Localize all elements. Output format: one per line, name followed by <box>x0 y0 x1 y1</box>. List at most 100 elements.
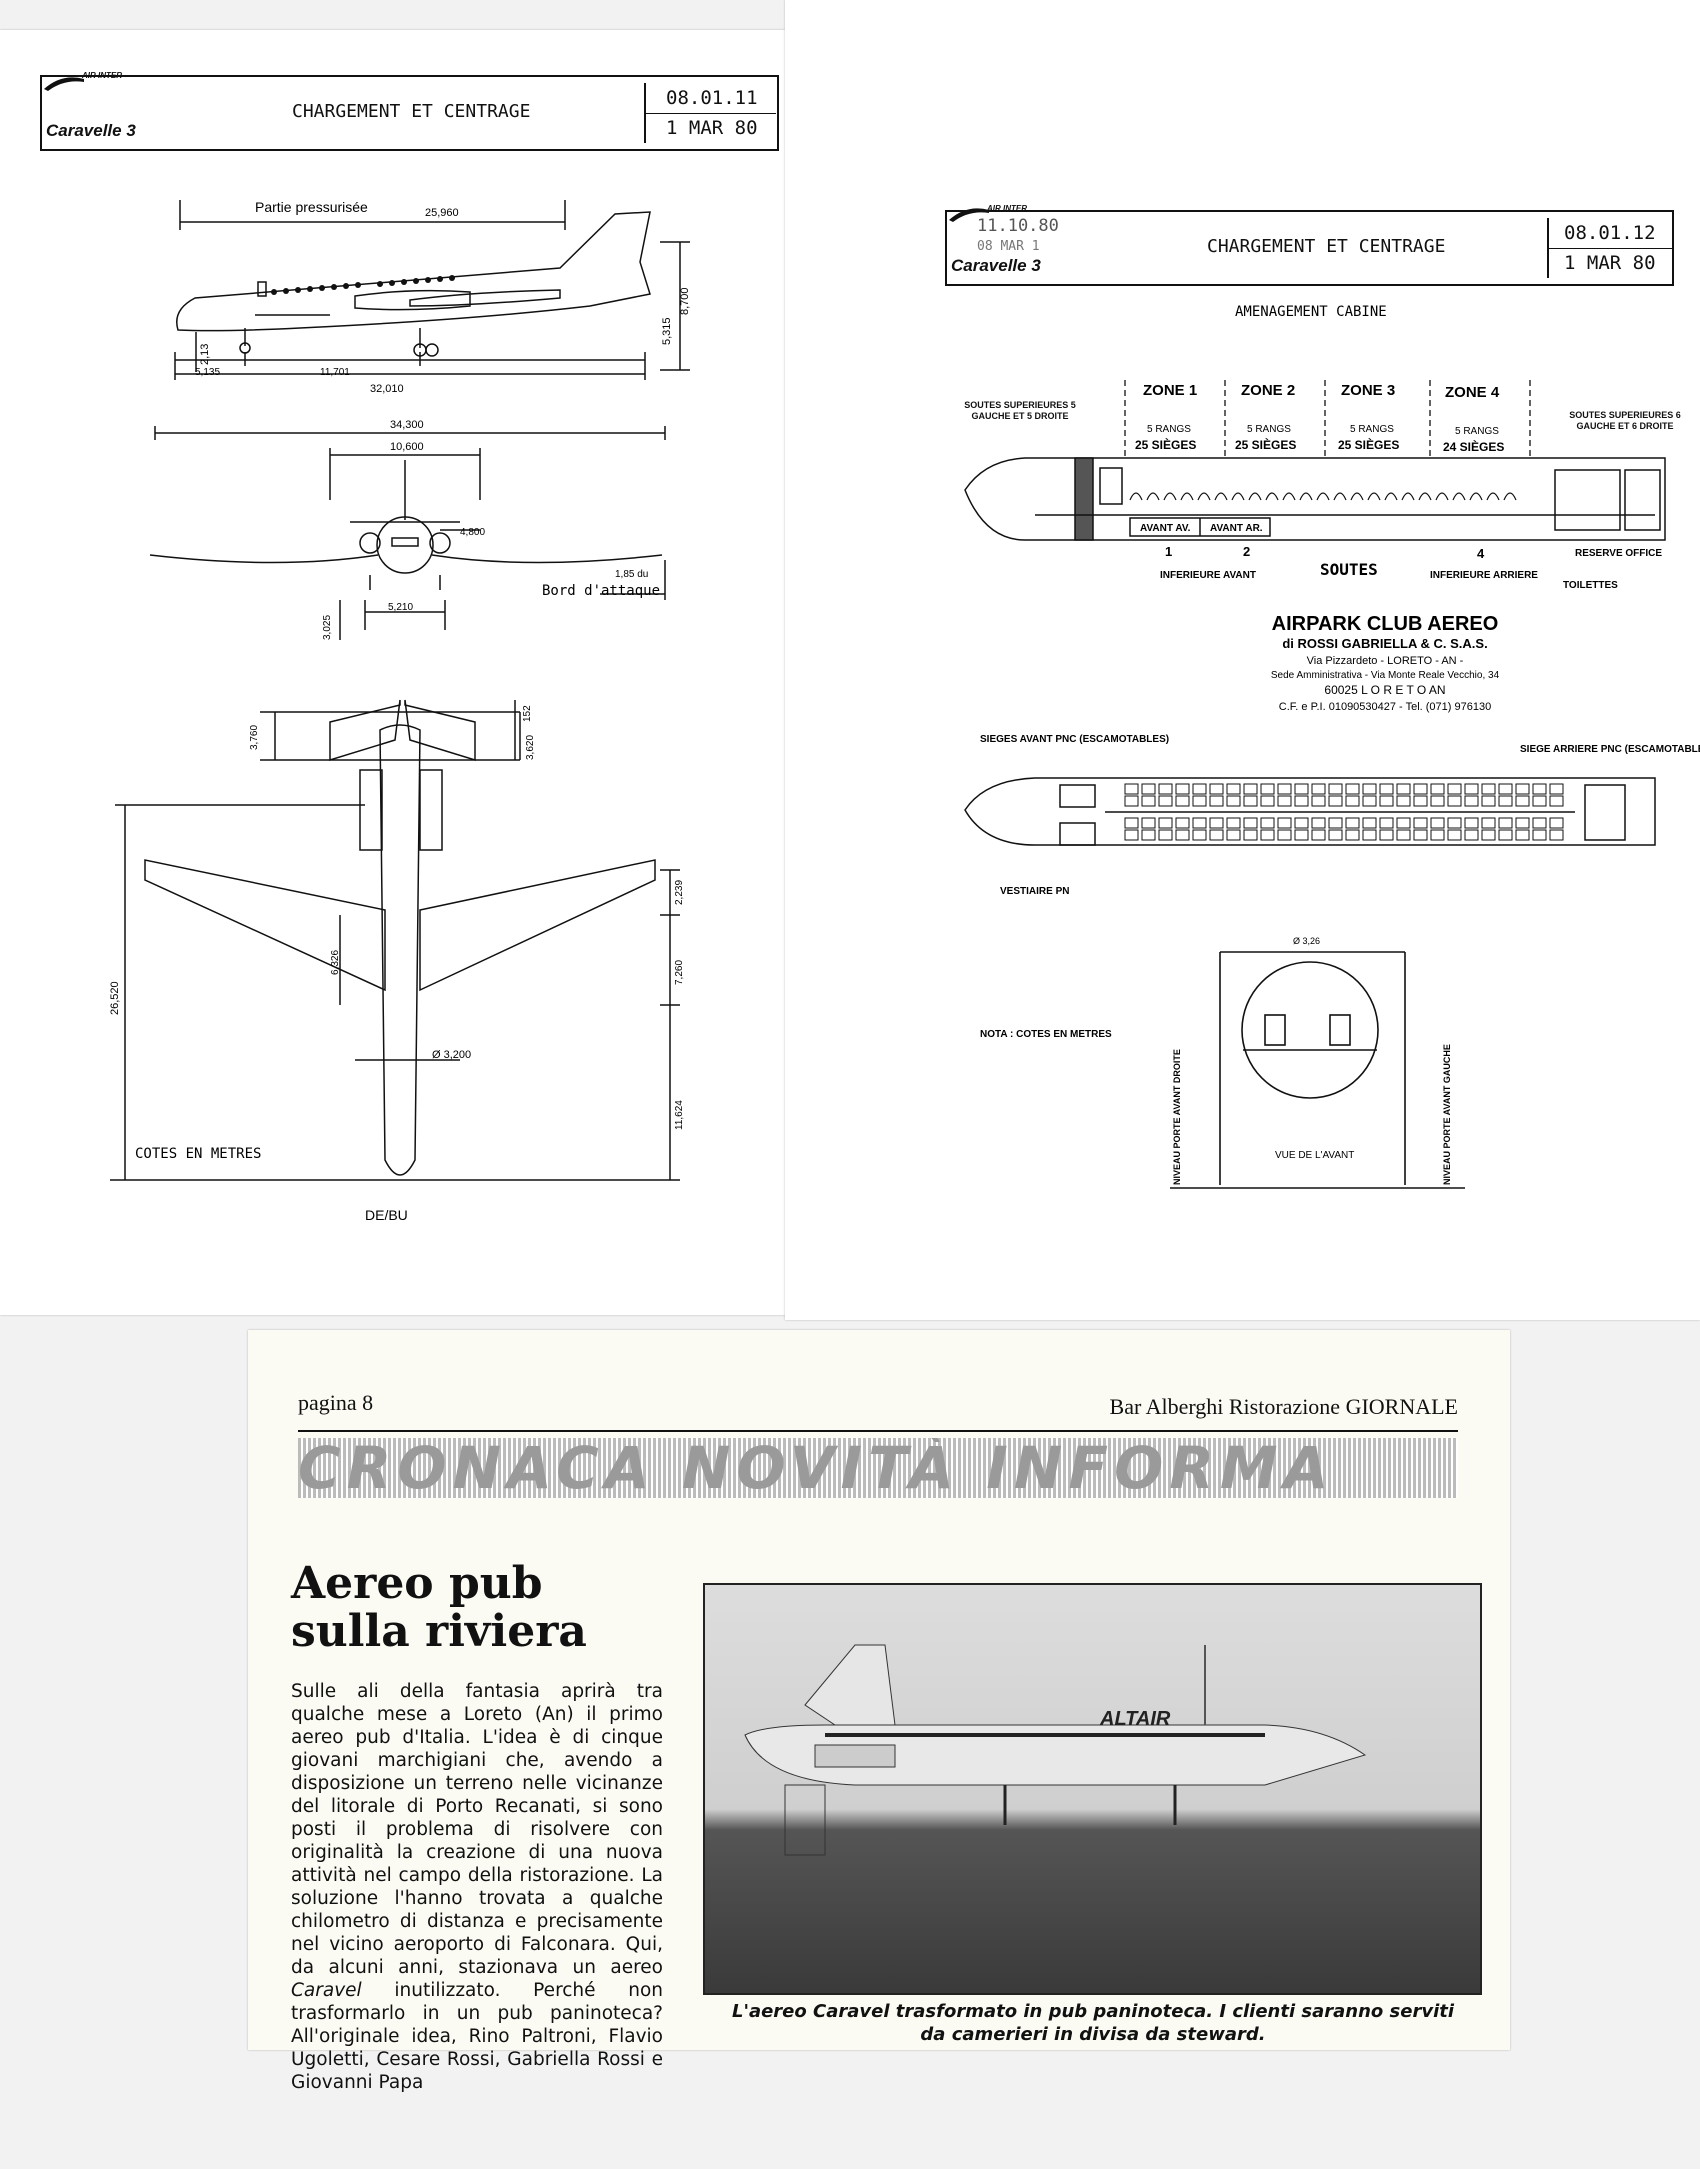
article-body: Sulle ali della fantasia aprirà tra qual… <box>291 1680 663 2094</box>
inferieure-arriere: INFERIEURE ARRIERE <box>1430 570 1538 581</box>
seat <box>1260 783 1275 795</box>
reserve-office: RESERVE OFFICE <box>1575 548 1662 559</box>
seat <box>1175 795 1190 807</box>
document-title: CHARGEMENT ET CENTRAGE <box>292 101 531 122</box>
seat <box>1413 817 1428 829</box>
seat <box>1532 817 1547 829</box>
aircraft-photo: ALTAIR <box>703 1583 1482 1995</box>
seat <box>1260 817 1275 829</box>
seat <box>1549 817 1564 829</box>
height-gear: 2,13 <box>199 344 211 365</box>
seat <box>1396 829 1411 841</box>
seat <box>1498 829 1513 841</box>
seat <box>1481 829 1496 841</box>
reference-date: 1 MAR 80 <box>666 117 758 139</box>
dim-wheelbase: 11,701 <box>320 367 350 378</box>
page-number: pagina 8 <box>298 1390 374 1415</box>
stamp-line-3: Sede Amministrativa - Via Monte Reale Ve… <box>1271 670 1500 681</box>
seat <box>1226 817 1241 829</box>
seat <box>1413 795 1428 807</box>
aircraft-name: Caravelle 3 <box>46 121 136 140</box>
nose-dim: 11,624 <box>674 1100 685 1130</box>
reference-number: 08.01.11 <box>666 87 758 109</box>
rear-crew-seat: SIEGE ARRIERE PNC (ESCAMOTABLE) <box>1520 744 1700 755</box>
seat-grid <box>1124 783 1564 841</box>
seat <box>1277 795 1292 807</box>
seat <box>1396 795 1411 807</box>
newspaper-header: pagina 8 Bar Alberghi Ristorazione GIORN… <box>298 1390 1458 1432</box>
seat <box>1430 795 1445 807</box>
zone-4-seats: 24 SIÈGES <box>1443 439 1504 454</box>
seat <box>1243 795 1258 807</box>
reference-number: 08.01.12 <box>1564 222 1656 244</box>
air-inter-logo-icon <box>44 77 84 91</box>
overall-length: 26,520 <box>109 981 121 1015</box>
stamp-line-1: di ROSSI GABRIELLA & C. S.A.S. <box>1282 636 1487 651</box>
left-header-box: AIR INTER Caravelle 3 CHARGEMENT ET CENT… <box>40 71 779 151</box>
ground-height: 3,025 <box>322 615 333 640</box>
seat <box>1447 795 1462 807</box>
article-text-1: Sulle ali della fantasia aprirà tra qual… <box>291 1681 663 1978</box>
zone-4-rows: 5 RANGS <box>1455 426 1499 437</box>
seat <box>1464 795 1479 807</box>
seat <box>1226 783 1241 795</box>
seat <box>1345 783 1360 795</box>
document-title: CHARGEMENT ET CENTRAGE <box>1207 236 1446 257</box>
hold-1: 1 <box>1165 544 1172 559</box>
reference-date: 1 MAR 80 <box>1564 252 1656 274</box>
seat <box>1328 783 1343 795</box>
seat <box>1515 783 1530 795</box>
tail-width: 152 <box>522 705 533 722</box>
article-text-2: inutilizzato. Perché non trasformarlo in… <box>291 1980 663 2093</box>
wing-dim-a: 2,239 <box>674 880 685 905</box>
seat <box>1413 829 1428 841</box>
seat <box>1209 817 1224 829</box>
seat <box>1192 817 1207 829</box>
seat <box>1277 783 1292 795</box>
seat <box>1209 783 1224 795</box>
seat <box>1430 817 1445 829</box>
leading-edge-height: 1,85 du <box>615 569 648 580</box>
seat <box>1379 817 1394 829</box>
wing-chord: 6,326 <box>330 950 341 975</box>
seat <box>1447 783 1462 795</box>
seat <box>1192 795 1207 807</box>
units-note-right: NOTA : COTES EN METRES <box>980 1029 1112 1040</box>
right-drawing-sheet: AIR INTER 11.10.80 08 MAR 1 Caravelle 3 … <box>785 0 1700 1320</box>
seat <box>1141 829 1156 841</box>
photo-caption: L'aereo Caravel trasformato in pub panin… <box>698 2000 1488 2046</box>
photo-livery: ALTAIR <box>1099 1708 1171 1730</box>
upper-holds-left: SOUTES SUPERIEURES 5 GAUCHE ET 5 DROITE <box>964 400 1076 421</box>
seat <box>1141 795 1156 807</box>
seat <box>1549 829 1564 841</box>
seat <box>1124 783 1139 795</box>
avant-av: AVANT AV. <box>1140 523 1191 534</box>
seat <box>1447 829 1462 841</box>
stamp-line-4: 60025 L O R E T O AN <box>1324 683 1445 697</box>
seat <box>1192 783 1207 795</box>
zone-3-rows: 5 RANGS <box>1350 424 1394 435</box>
seat <box>1379 829 1394 841</box>
zone-2-seats: 25 SIÈGES <box>1235 437 1296 452</box>
hold-2: 2 <box>1243 544 1250 559</box>
seat <box>1515 795 1530 807</box>
seat <box>1124 829 1139 841</box>
seat <box>1328 829 1343 841</box>
tail-height: 3,620 <box>525 735 536 760</box>
airline-name: AIR INTER <box>82 71 122 80</box>
door-level-left: NIVEAU PORTE AVANT GAUCHE <box>1442 1044 1452 1185</box>
height-total: 8,700 <box>679 287 691 315</box>
seat <box>1158 829 1173 841</box>
seat <box>1294 783 1309 795</box>
stamp-name: AIRPARK CLUB AEREO <box>1272 613 1499 635</box>
seat <box>1430 783 1445 795</box>
seat <box>1413 783 1428 795</box>
seat <box>1549 795 1564 807</box>
seat <box>1277 817 1292 829</box>
seat <box>1175 783 1190 795</box>
seat <box>1430 829 1445 841</box>
caption-line-2: da camerieri in divisa da steward. <box>920 2024 1266 2045</box>
seat <box>1345 795 1360 807</box>
stamp-line-5: C.F. e P.I. 01090530427 - Tel. (071) 976… <box>1279 701 1491 713</box>
seat <box>1311 829 1326 841</box>
